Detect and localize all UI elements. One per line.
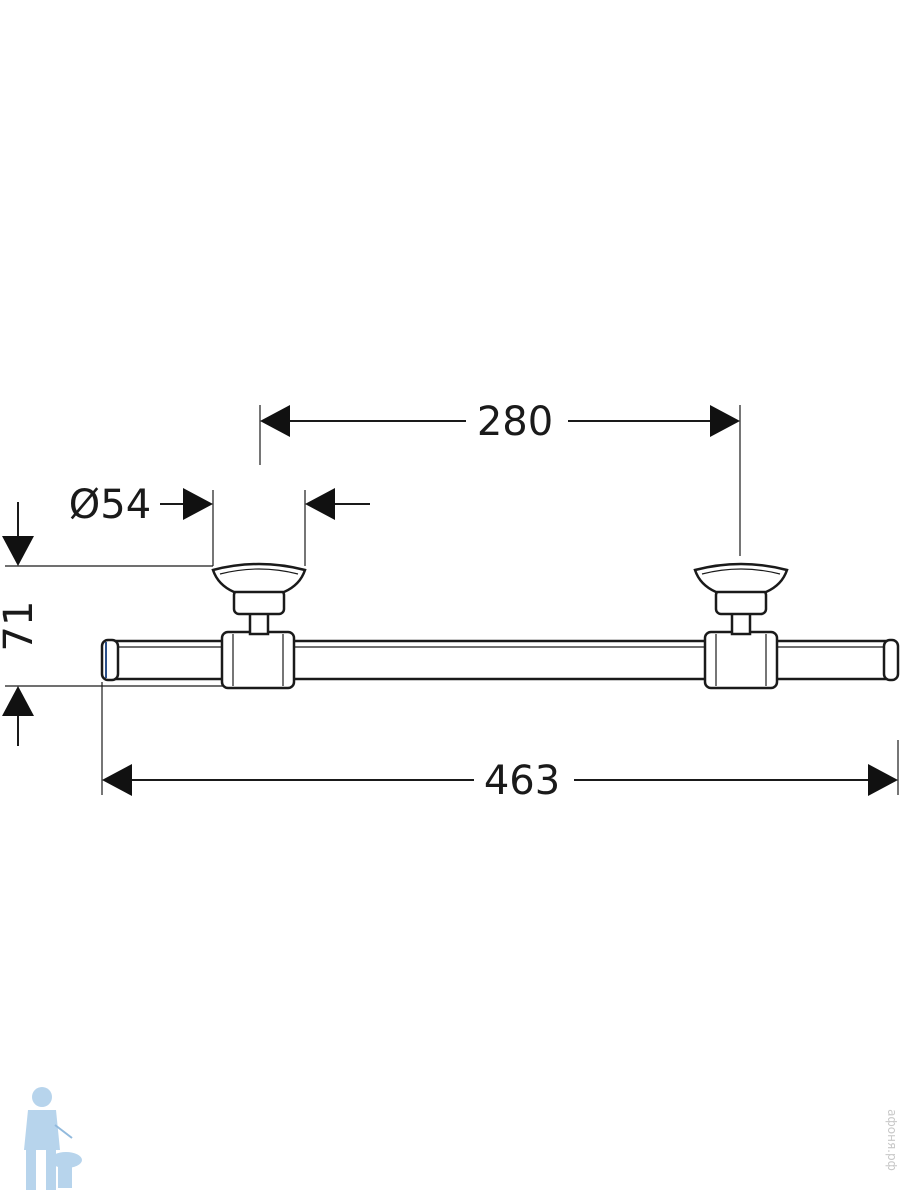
dimension-label-280: 280 [477, 399, 553, 445]
arrowhead [868, 764, 898, 796]
mount-stem-left [248, 610, 270, 636]
mount-stem-right [730, 610, 752, 636]
rosette-left [211, 562, 307, 594]
end-cap-right [882, 638, 900, 682]
watermark-text: афоня.рф [885, 1109, 899, 1171]
arrowhead [305, 488, 335, 520]
arrowhead [2, 686, 34, 716]
towel-bar [100, 562, 900, 690]
arrowhead [710, 405, 740, 437]
rosette-base-right [714, 588, 768, 616]
logo-body [24, 1110, 60, 1150]
arrowhead [2, 536, 34, 566]
rosette-base-left [232, 588, 286, 616]
logo-arm [54, 1124, 73, 1139]
dimension-rosette-diameter: Ø54 [69, 482, 370, 566]
dimension-overall-length: 463 [101, 682, 899, 804]
arrowhead [102, 764, 132, 796]
logo-leg [26, 1150, 36, 1190]
plumber-with-toilet-logo [24, 1087, 82, 1190]
arrowhead [260, 405, 290, 437]
logo-leg [46, 1150, 56, 1190]
dimension-mount-spacing: 280 [259, 399, 741, 556]
rosette-right [693, 562, 789, 594]
logo-toilet-base [58, 1166, 72, 1188]
arrowhead [183, 488, 213, 520]
dimension-label-54: Ø54 [69, 482, 151, 528]
rosette-rim [701, 568, 781, 575]
dimension-label-463: 463 [484, 758, 560, 804]
end-cap-left [100, 638, 120, 682]
logo-head [32, 1087, 52, 1107]
logo-toilet-bowl [50, 1152, 82, 1168]
rosette-rim [219, 568, 299, 575]
dimension-wall-projection: 71 [0, 502, 225, 746]
dimension-label-71: 71 [0, 601, 42, 652]
